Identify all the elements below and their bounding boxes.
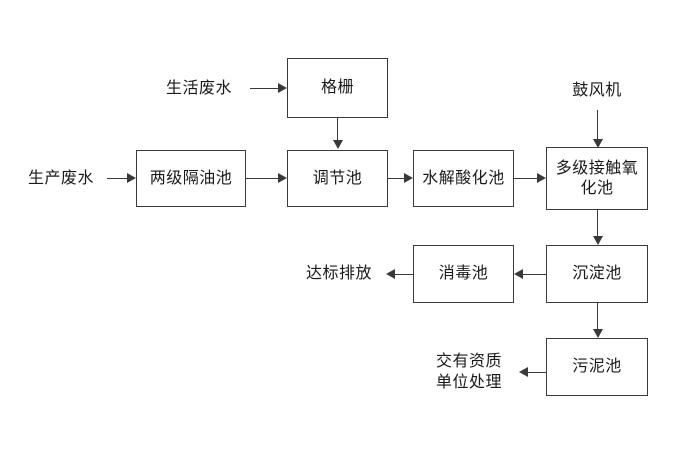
edge-blower-to-oxidation	[597, 110, 598, 140]
arrowhead-grating-to-regulating	[333, 140, 343, 149]
edge-disinfection-to-discharge	[395, 274, 414, 275]
edge-production-to-oil-separation	[107, 178, 128, 179]
node-sedimentation-tank[interactable]: 沉淀池	[546, 245, 648, 303]
edge-domestic-to-grating	[250, 88, 279, 89]
node-grating[interactable]: 格栅	[287, 58, 388, 118]
arrowhead-domestic-to-grating	[278, 83, 287, 93]
arrowhead-sludge-to-qualified-unit	[519, 367, 528, 377]
input-label-domestic-wastewater: 生活废水	[165, 79, 232, 97]
node-two-stage-oil-separation-tank[interactable]: 两级隔油池	[136, 150, 246, 207]
output-label-qualified-unit-treatment: 交有资质 单位处理	[435, 353, 502, 391]
node-disinfection-tank[interactable]: 消毒池	[413, 245, 514, 303]
output-label-compliant-discharge: 达标排放	[305, 264, 372, 282]
arrowhead-production-to-oil-separation	[127, 173, 136, 183]
edge-sedimentation-to-disinfection	[523, 274, 547, 275]
node-multistage-contact-oxidation-tank[interactable]: 多级接触氧 化池	[546, 147, 648, 210]
arrowhead-hydrolysis-to-oxidation	[537, 173, 546, 183]
edge-hydrolysis-to-oxidation	[514, 178, 538, 179]
node-hydrolysis-acidification-tank[interactable]: 水解酸化池	[413, 150, 514, 207]
node-sludge-tank[interactable]: 污泥池	[546, 338, 648, 396]
edge-sludge-to-qualified-unit	[528, 372, 547, 373]
input-label-production-wastewater: 生产废水	[27, 169, 94, 187]
edge-grating-to-regulating	[337, 118, 338, 141]
edge-oil-separation-to-regulating	[246, 178, 279, 179]
edge-sedimentation-to-sludge	[597, 303, 598, 329]
node-regulating-tank[interactable]: 调节池	[287, 150, 388, 207]
arrowhead-sedimentation-to-sludge	[593, 329, 603, 338]
arrowhead-disinfection-to-discharge	[386, 269, 395, 279]
arrowhead-sedimentation-to-disinfection	[514, 269, 523, 279]
edge-oxidation-to-sedimentation	[597, 210, 598, 237]
arrowhead-oil-separation-to-regulating	[278, 173, 287, 183]
arrowhead-oxidation-to-sedimentation	[593, 236, 603, 245]
edge-regulating-to-hydrolysis	[388, 178, 405, 179]
input-label-blower: 鼓风机	[572, 81, 622, 99]
arrowhead-blower-to-oxidation	[593, 139, 603, 148]
arrowhead-regulating-to-hydrolysis	[404, 173, 413, 183]
